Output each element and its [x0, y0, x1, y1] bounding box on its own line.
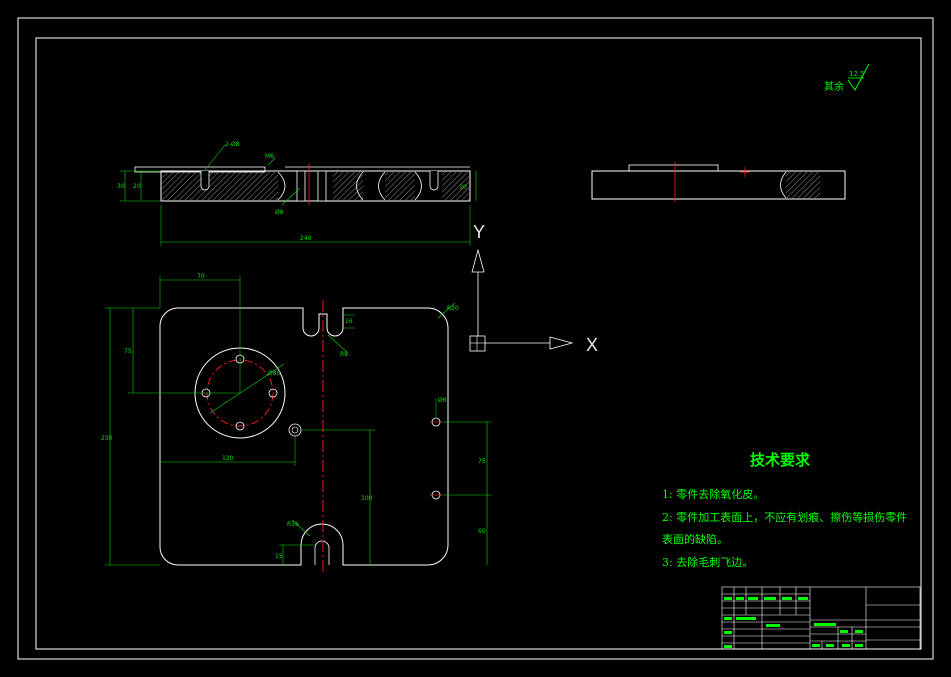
- top-callout: 2-Ø8: [225, 141, 240, 148]
- section-height-right: 30: [459, 184, 467, 191]
- top-flag: M6: [265, 153, 274, 160]
- requirement-2: 2: 零件加工表面上，不应有划痕、擦伤等损伤零件: [662, 510, 907, 524]
- requirement-3: 3: 去除毛刺飞边。: [662, 555, 753, 569]
- hole-x: 120: [222, 455, 234, 462]
- outer-frame: [17, 17, 934, 660]
- hole-spacing: 75: [478, 458, 486, 465]
- inner-frame: [35, 37, 922, 650]
- section-length: 240: [300, 235, 312, 242]
- center-height: 100: [361, 495, 373, 502]
- plan-radius: R20: [447, 305, 459, 312]
- ucs-icon: Y X: [469, 222, 598, 355]
- side-view: [591, 162, 846, 202]
- bottom-slot-label: R16: [287, 521, 299, 528]
- surface-finish-symbol: 其余 12.5: [824, 63, 870, 93]
- technical-requirements: 技术要求 1: 零件去除氧化皮。 2: 零件加工表面上，不应有划痕、擦伤等损伤零…: [662, 451, 907, 569]
- axis-y-label: Y: [473, 222, 485, 242]
- plan-view: Ø80 70 75 230 120 100 75 60 Ø6 R20: [101, 273, 492, 575]
- requirement-2-cont: 表面的缺陷。: [662, 532, 728, 546]
- axis-x-label: X: [586, 335, 598, 355]
- right-hole: Ø6: [438, 397, 447, 404]
- section-view: 30 20 30 240 2-Ø8 M6 Ø8: [117, 141, 477, 246]
- section-height-left: 30: [117, 183, 125, 190]
- plan-width-top: 70: [197, 273, 205, 280]
- circle-diameter: Ø80: [268, 370, 281, 377]
- title-block: [721, 586, 921, 650]
- slot-radius: R8: [340, 351, 348, 358]
- surface-finish-label: 其余: [824, 80, 844, 93]
- section-height-inner: 20: [133, 183, 141, 190]
- slot-width: 16: [345, 318, 353, 325]
- requirement-1: 1: 零件去除氧化皮。: [662, 487, 764, 501]
- hole-note: Ø8: [275, 209, 284, 216]
- requirements-title: 技术要求: [750, 451, 811, 469]
- surface-finish-value: 12.5: [849, 70, 865, 78]
- bottom-slot-height: 15: [275, 553, 283, 560]
- plan-offset-left: 75: [124, 348, 132, 355]
- plan-height: 230: [101, 435, 113, 442]
- hole-offset: 60: [478, 528, 486, 535]
